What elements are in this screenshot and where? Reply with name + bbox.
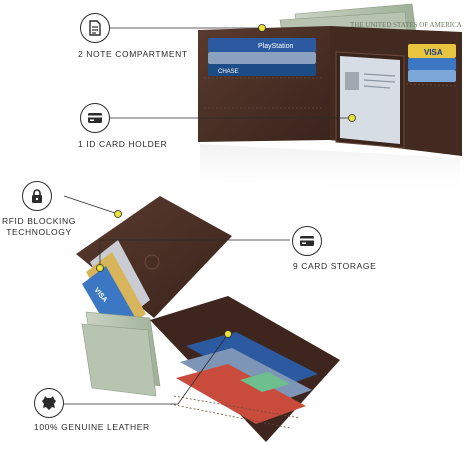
card-icon [80, 103, 110, 133]
card-storage-icon [292, 226, 322, 256]
rfid-label-line1: RFID BLOCKING [2, 216, 76, 226]
id-card-holder-label: 1 ID CARD HOLDER [78, 139, 168, 149]
card-chase [208, 64, 316, 76]
card-visa-gold [408, 44, 456, 58]
card-storage-label: 9 CARD STORAGE [293, 261, 377, 271]
rfid-label-line2: TECHNOLOGY [6, 227, 72, 237]
rfid-blocking-label: RFID BLOCKING TECHNOLOGY [0, 216, 78, 238]
dot-card-storage [96, 264, 104, 272]
card-visa-label: VISA [424, 48, 443, 57]
dot-rfid [114, 210, 122, 218]
id-window [340, 56, 400, 144]
bottom-wallet: VISA [76, 196, 340, 442]
card-playstation-label: PlayStation [258, 43, 294, 50]
top-wallet: THE UNITED STATES OF AMERICA PlayStation… [198, 3, 462, 196]
leather-hide-icon [34, 388, 64, 418]
dot-note-compartment [258, 24, 266, 32]
dot-id-holder [348, 114, 356, 122]
dot-leather [224, 330, 232, 338]
document-icon [80, 13, 110, 43]
indicator-dots [96, 24, 356, 338]
card-blue [208, 52, 316, 64]
note-compartment-label: 2 NOTE COMPARTMENT [78, 49, 188, 59]
bottom-wallet-back-panel [76, 196, 232, 318]
card-chase-label: CHASE [218, 69, 239, 75]
lock-icon [22, 181, 52, 211]
svg-text:THE UNITED STATES OF AMERICA: THE UNITED STATES OF AMERICA [350, 21, 462, 29]
card-playstation [208, 38, 316, 52]
callout-lines [63, 27, 352, 405]
genuine-leather-label: 100% GENUINE LEATHER [34, 422, 150, 432]
